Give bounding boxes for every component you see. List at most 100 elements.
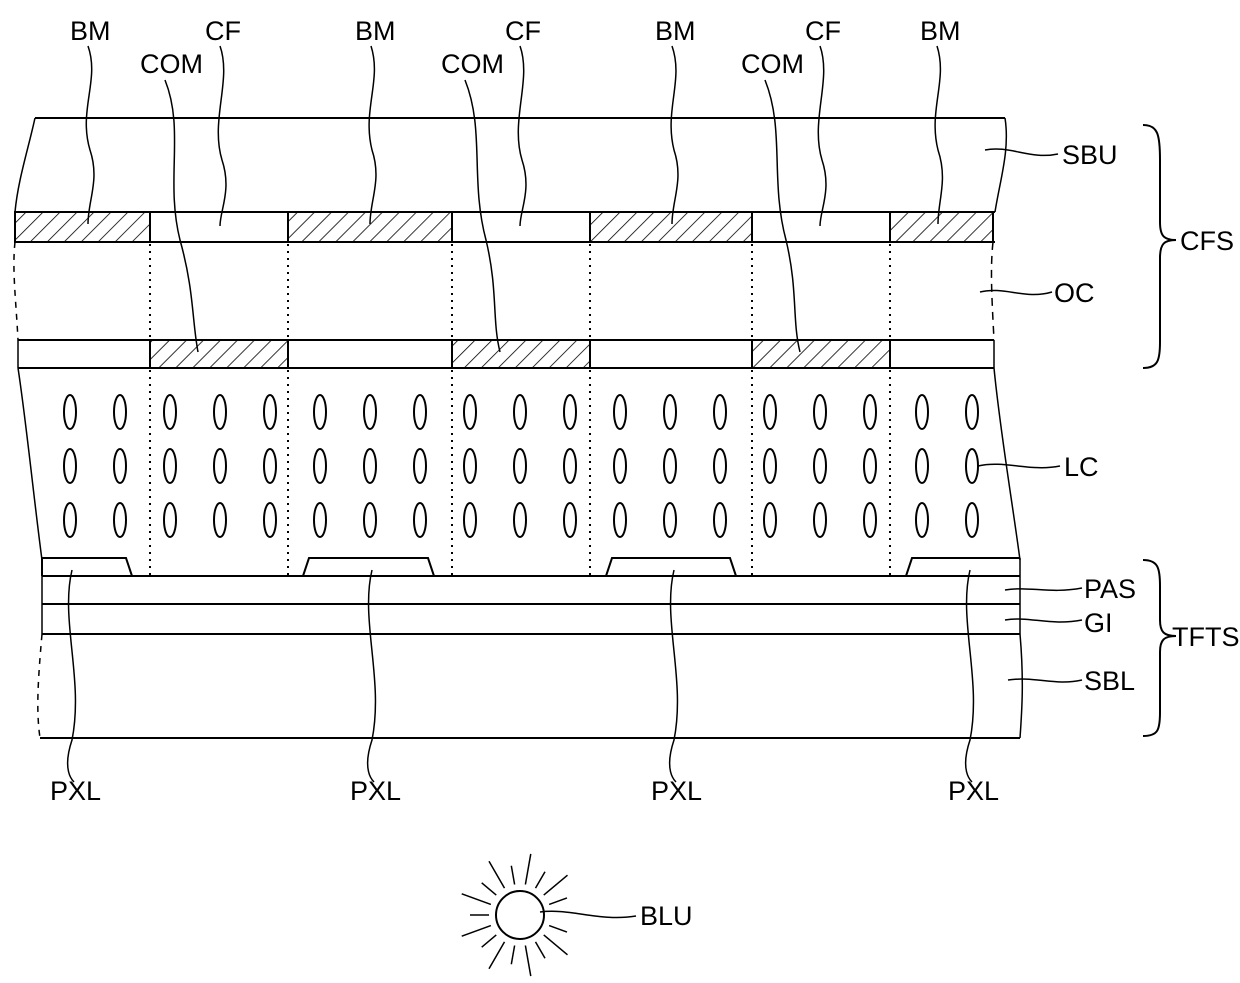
sun-ray [462, 926, 491, 937]
lc-molecule [114, 503, 126, 537]
lc-molecule [714, 449, 726, 483]
lc-molecule [664, 449, 676, 483]
label-group: BM CF BM CF BM CF BM COM COM COM SBU OC … [50, 16, 1240, 931]
sun-ray [536, 872, 546, 888]
black-matrix-segment [590, 212, 752, 242]
lc-molecule [916, 395, 928, 429]
lc-molecule [916, 503, 928, 537]
lc-molecule [414, 395, 426, 429]
label-pas: PAS [1084, 574, 1136, 604]
lc-molecule [564, 449, 576, 483]
lc-molecule [916, 449, 928, 483]
lc-molecule [864, 503, 876, 537]
lc-molecule [664, 503, 676, 537]
common-electrode-segment [752, 340, 890, 368]
label-pxl: PXL [948, 776, 999, 806]
common-electrode-segment [150, 340, 288, 368]
pixel-electrodes [42, 558, 1020, 576]
lc-molecule [64, 449, 76, 483]
label-bm: BM [655, 16, 696, 46]
label-bm: BM [70, 16, 111, 46]
label-gi: GI [1084, 608, 1113, 638]
lc-molecule [164, 449, 176, 483]
lc-molecule [514, 449, 526, 483]
label-tfts: TFTS [1172, 622, 1240, 652]
label-oc: OC [1054, 278, 1095, 308]
sun-ray [549, 898, 567, 904]
lc-molecule [966, 503, 978, 537]
lc-molecule [114, 449, 126, 483]
lc-molecule [814, 503, 826, 537]
backlight-sun-icon [462, 854, 636, 976]
lc-molecule [214, 449, 226, 483]
lc-molecule [464, 449, 476, 483]
lc-molecule [564, 395, 576, 429]
label-bm: BM [355, 16, 396, 46]
lc-molecule [966, 449, 978, 483]
lc-molecule [764, 449, 776, 483]
label-blu: BLU [640, 901, 693, 931]
sun-ray [549, 926, 567, 932]
sun-ray [511, 866, 514, 885]
lc-molecule [364, 449, 376, 483]
upper-substrate-sbu [15, 118, 1006, 212]
lc-molecule [214, 503, 226, 537]
lc-molecule [514, 395, 526, 429]
lc-molecule [214, 395, 226, 429]
lc-molecule [264, 503, 276, 537]
label-com: COM [140, 49, 203, 79]
black-matrix-segment [890, 212, 993, 242]
sun-ray [525, 854, 530, 885]
liquid-crystal-molecules [64, 395, 978, 537]
sun-ray [482, 883, 497, 895]
lc-molecule [614, 449, 626, 483]
lc-molecule [314, 449, 326, 483]
label-com: COM [741, 49, 804, 79]
sun-ray [525, 946, 530, 977]
lc-molecule [64, 503, 76, 537]
lc-molecule [814, 395, 826, 429]
pixel-electrode [606, 558, 736, 576]
overcoat-layer [14, 242, 994, 340]
pixel-electrode [42, 558, 132, 576]
pixel-electrode [906, 558, 1020, 576]
label-pxl: PXL [50, 776, 101, 806]
sun-ray [482, 935, 497, 947]
lc-molecule [114, 395, 126, 429]
pixel-electrode [303, 558, 434, 576]
lc-molecule [464, 503, 476, 537]
sun-ray [544, 875, 568, 895]
lc-molecule [764, 395, 776, 429]
lc-molecule [264, 449, 276, 483]
sun-ray [462, 894, 491, 905]
lc-molecule [514, 503, 526, 537]
lc-molecule [414, 503, 426, 537]
lc-molecule [664, 395, 676, 429]
label-sbu: SBU [1062, 140, 1118, 170]
lc-molecule [564, 503, 576, 537]
lc-molecule [966, 395, 978, 429]
lc-molecule [264, 395, 276, 429]
label-cf: CF [205, 16, 241, 46]
lc-molecule [864, 449, 876, 483]
label-sbl: SBL [1084, 666, 1135, 696]
sun-ray [536, 942, 546, 958]
lc-molecule [164, 503, 176, 537]
lc-molecule [764, 503, 776, 537]
lc-molecule [714, 503, 726, 537]
common-electrode-segment [452, 340, 590, 368]
label-cf: CF [505, 16, 541, 46]
lc-molecule [64, 395, 76, 429]
label-pxl: PXL [350, 776, 401, 806]
sun-ray [544, 935, 568, 955]
label-pxl: PXL [651, 776, 702, 806]
lc-molecule [814, 449, 826, 483]
lc-molecule [314, 503, 326, 537]
common-electrode-layer [18, 340, 994, 368]
lc-molecule [614, 395, 626, 429]
sun-ray [489, 942, 505, 969]
sun-ray [489, 861, 505, 888]
label-com: COM [441, 49, 504, 79]
lc-molecule [464, 395, 476, 429]
lc-molecule [864, 395, 876, 429]
